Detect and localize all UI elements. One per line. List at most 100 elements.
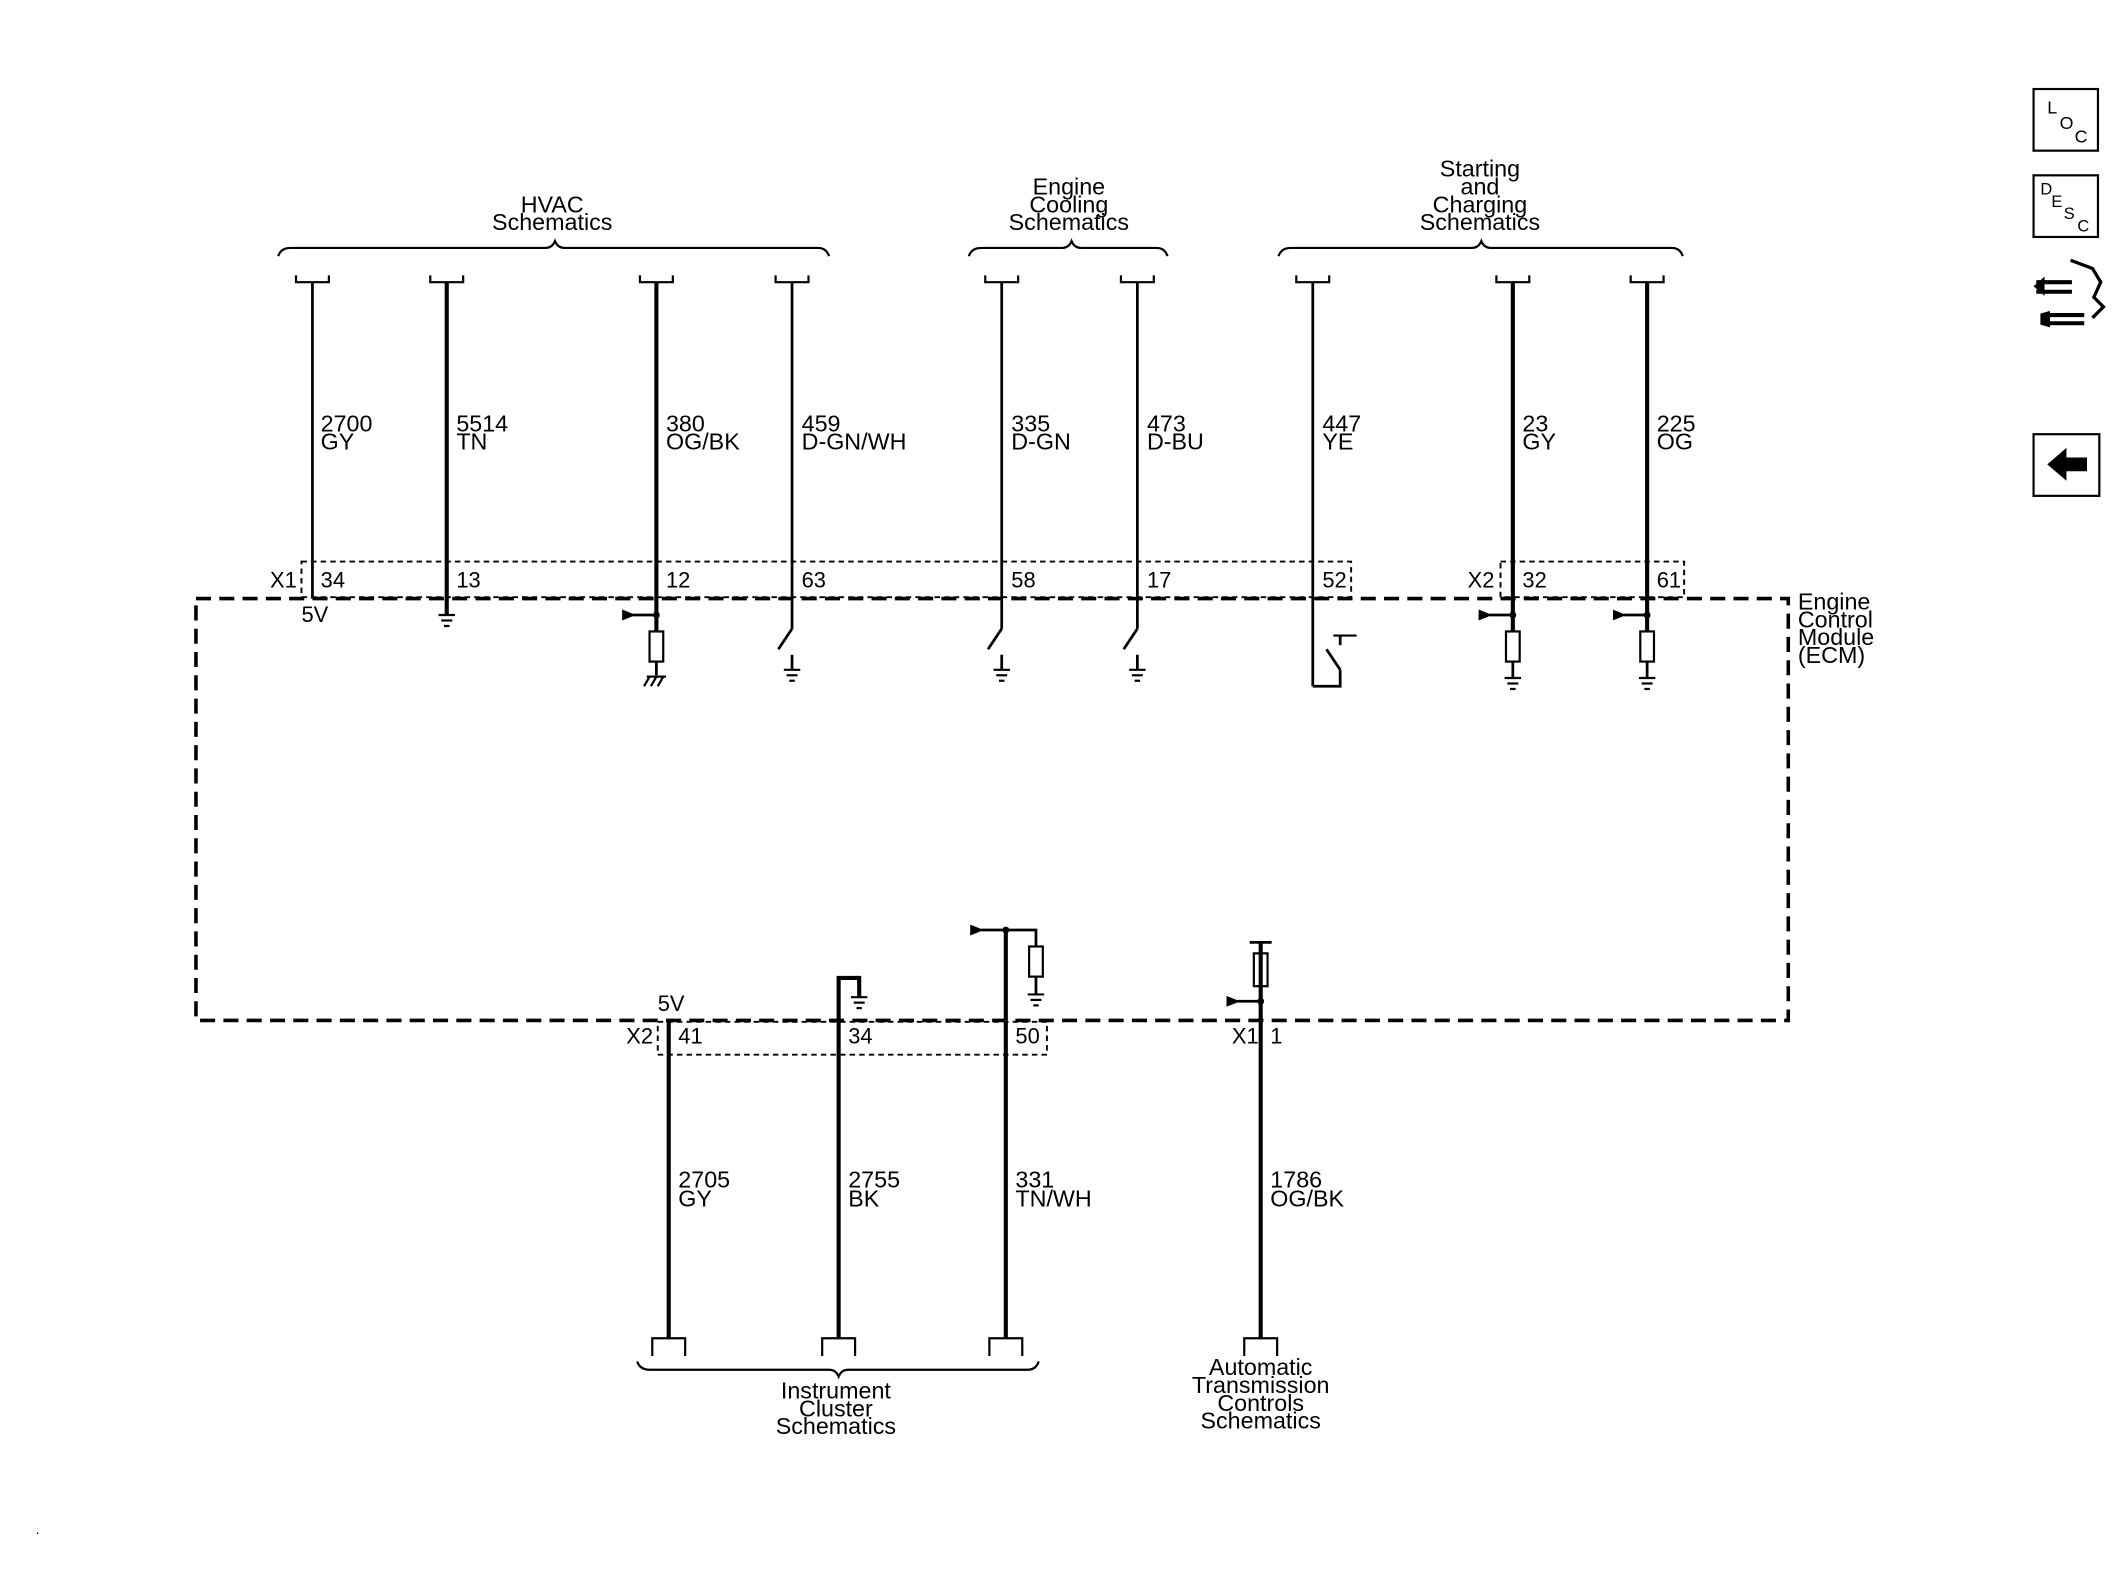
wire-color: GY [678, 1186, 712, 1212]
hvac-group-brace [277, 238, 831, 257]
wire-circuit: 225 [1657, 410, 1696, 436]
wire-color: OG/BK [1270, 1186, 1344, 1212]
ground-symbol [850, 996, 868, 1010]
starting-group-brace [1277, 238, 1684, 257]
svg-text:O: O [2060, 113, 2074, 133]
x1-top-connector-box [300, 560, 1353, 599]
desc-icon[interactable]: D E S C [2032, 174, 2100, 239]
ground-symbol [783, 668, 801, 682]
wire-335: 335 D-GN 58 [984, 275, 1071, 682]
cluster-group-label-1: Instrument [781, 1378, 892, 1404]
pin-number: 17 [1147, 568, 1171, 593]
cluster-group-label-3: Schematics [776, 1413, 896, 1439]
wire-circuit: 2755 [848, 1167, 900, 1193]
wire-circuit: 380 [666, 410, 705, 436]
ground-symbol [438, 613, 455, 628]
back-arrow-icon[interactable] [2032, 433, 2101, 497]
ecm-label-line-3: Module [1798, 624, 1874, 650]
svg-text:E: E [2051, 193, 2062, 211]
wire-circuit: 2705 [678, 1167, 730, 1193]
wire-circuit: 473 [1147, 410, 1186, 436]
ground-symbol [1129, 668, 1146, 682]
wire-2705: 2705 GY 41 [651, 1021, 730, 1357]
wire-473: 473 D-BU 17 [1119, 275, 1204, 682]
ground-symbol [1504, 676, 1522, 691]
wire-color: D-BU [1147, 428, 1204, 454]
wire-color: GY [1522, 428, 1556, 454]
cooling-group-label-2: Cooling [1029, 191, 1108, 217]
svg-text:C: C [2075, 126, 2088, 146]
hvac-group-label-2: Schematics [492, 209, 612, 235]
connector-repair-icon[interactable] [2033, 258, 2106, 328]
wire-23: 23 GY 32 [1478, 275, 1557, 691]
wire-color: D-GN/WH [802, 428, 907, 454]
wire-circuit: 1786 [1270, 1167, 1322, 1193]
pin-number: 61 [1657, 568, 1681, 593]
wire-circuit: 331 [1015, 1167, 1054, 1193]
chassis-ground-symbol [643, 675, 666, 687]
starting-group-label-2: and [1461, 174, 1500, 200]
trans-group-label-3: Controls [1217, 1390, 1304, 1416]
wire-color: YE [1322, 428, 1353, 454]
corner-dot: . [36, 1522, 40, 1537]
pin-number: 32 [1522, 568, 1546, 593]
ground-symbol [993, 668, 1010, 682]
x2-bottom-connector-box [656, 1020, 1048, 1056]
ground-symbol [1638, 676, 1656, 691]
pin-number: 58 [1011, 568, 1035, 593]
pin-number: 50 [1015, 1024, 1039, 1049]
bottom-5v-label: 5V [658, 991, 685, 1016]
svg-text:D: D [2040, 181, 2052, 199]
cooling-group-brace [967, 238, 1169, 257]
trans-group-label-1: Automatic [1209, 1354, 1313, 1380]
wire-circuit: 5514 [456, 410, 508, 436]
wire-5514: 5514 TN 13 [429, 275, 508, 628]
x1-top-connector-label: X1 [270, 568, 297, 593]
wire-color: TN/WH [1015, 1186, 1091, 1212]
ecm-label-line-4: (ECM) [1798, 642, 1865, 668]
pin-number: 34 [321, 568, 345, 593]
wire-color: OG [1657, 428, 1693, 454]
ground-symbol [1027, 993, 1045, 1007]
ecm-label-line-1: Engine [1798, 589, 1871, 615]
wire-color: OG/BK [666, 428, 740, 454]
svg-text:S: S [2064, 205, 2075, 223]
x2-bottom-connector-label: X2 [626, 1024, 653, 1049]
wire-331: 331 TN/WH 50 [970, 924, 1092, 1357]
trans-group-label-2: Transmission [1192, 1372, 1330, 1398]
pin-number: 1 [1270, 1024, 1282, 1049]
svg-text:C: C [2077, 217, 2089, 235]
wire-circuit: 2700 [321, 410, 373, 436]
loc-icon[interactable]: L O C [2032, 87, 2100, 152]
wire-circuit: 335 [1011, 410, 1050, 436]
hvac-group-label-1: HVAC [521, 191, 584, 217]
x2-top-connector-label: X2 [1468, 568, 1495, 593]
x2-top-connector-box [1499, 560, 1686, 599]
cluster-group-brace [636, 1361, 1040, 1380]
wire-color: D-GN [1011, 428, 1071, 454]
wire-2700: 2700 GY 34 [294, 275, 373, 599]
starting-group-label-3: Charging [1433, 191, 1528, 217]
pin-number: 12 [666, 568, 690, 593]
wire-1786: 1786 OG/BK 1 [1226, 941, 1345, 1357]
wire-circuit: 23 [1522, 410, 1548, 436]
trans-group-label-4: Schematics [1201, 1408, 1321, 1434]
ecm-module-outline [194, 596, 1791, 1023]
pin-number: 63 [802, 568, 826, 593]
wire-225: 225 OG 61 [1612, 275, 1696, 691]
wire-380: 380 OG/BK 12 [622, 275, 740, 687]
wire-2755: 2755 BK 34 [821, 975, 900, 1357]
cluster-group-label-2: Cluster [799, 1395, 873, 1421]
cooling-group-label-1: Engine [1033, 174, 1106, 200]
wire-color: BK [848, 1186, 880, 1212]
wire-color: GY [321, 428, 355, 454]
pin-number: 52 [1322, 568, 1346, 593]
wire-circuit: 447 [1322, 410, 1361, 436]
ecm-label-line-2: Control [1798, 606, 1873, 632]
pin-number: 41 [678, 1024, 702, 1049]
top-5v-label: 5V [301, 602, 328, 627]
wire-447: 447 YE 52 [1295, 275, 1361, 688]
cooling-group-label-3: Schematics [1009, 209, 1129, 235]
wire-circuit: 459 [802, 410, 841, 436]
